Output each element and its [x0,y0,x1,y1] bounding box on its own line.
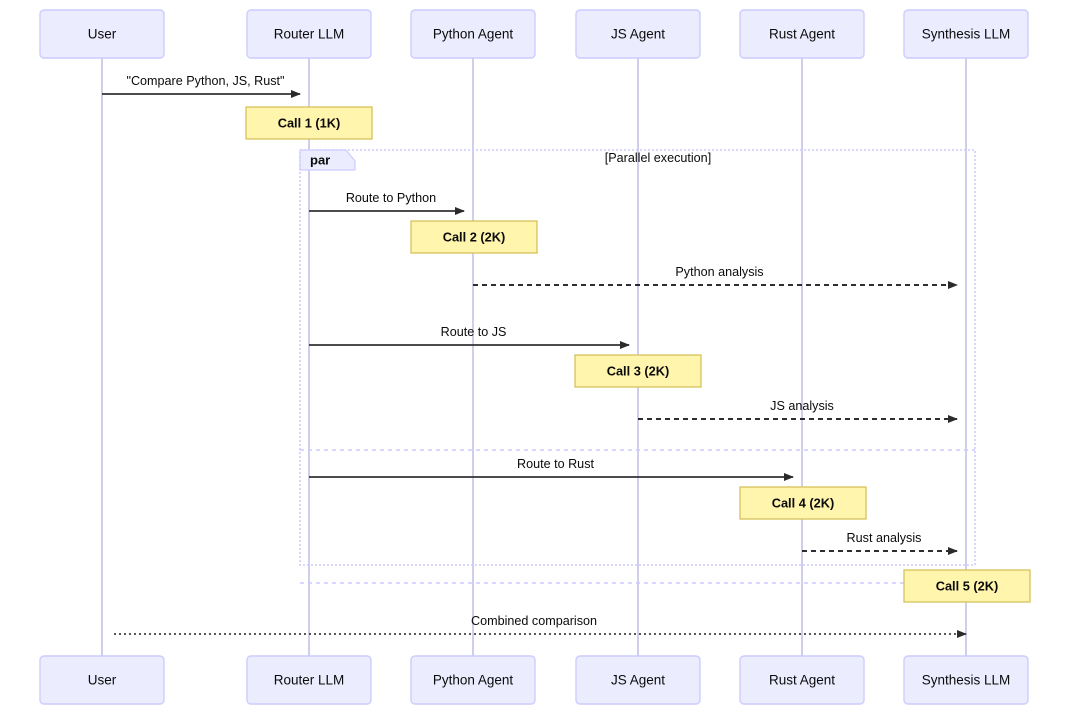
notes-layer: Call 1 (1K) Call 2 (2K) Call 3 (2K) Call 4 … [245,106,1031,603]
message-m4: Route to JS [309,325,630,349]
note-n1: Call 1 (1K) [245,106,373,140]
note-n2: Call 2 (2K) [410,220,538,254]
participant-top-user[interactable]: User [39,9,165,59]
note-box-n5 [903,569,1031,603]
lifelines-layer [101,58,967,656]
par-block-frame [299,149,976,566]
participant-box-js[interactable] [575,9,701,59]
note-n4: Call 4 (2K) [739,486,867,520]
participant-label-rust: Rust Agent [769,673,835,688]
par-block-tab [299,149,356,171]
participant-label-user: User [88,673,117,688]
note-label-n5: Call 5 (2K) [936,578,999,593]
participant-bottom-synthesis[interactable]: Synthesis LLM [903,655,1029,705]
participant-box-rust[interactable] [739,9,865,59]
participant-bottom-js[interactable]: JS Agent [575,655,701,705]
message-label-m5: JS analysis [770,399,834,413]
par-block-keyword: par [310,152,330,167]
participant-top-router[interactable]: Router LLM [246,9,372,59]
participant-box-user[interactable] [39,655,165,705]
message-m2: Route to Python [309,191,465,215]
participant-box-synthesis[interactable] [903,9,1029,59]
message-label-m8: Combined comparison [471,614,597,628]
participant-top-js[interactable]: JS Agent [575,9,701,59]
participant-top-python[interactable]: Python Agent [410,9,536,59]
actors-top-layer: User Router LLM Python Agent JS Agent Rust A… [39,9,1029,59]
messages-layer: "Compare Python, JS, Rust" Route to Pytho… [102,74,967,638]
participant-box-python[interactable] [410,9,536,59]
participant-box-rust[interactable] [739,655,865,705]
message-m8: Combined comparison [111,614,967,638]
participant-bottom-python[interactable]: Python Agent [410,655,536,705]
participant-label-synthesis: Synthesis LLM [922,673,1011,688]
message-m5: JS analysis [638,399,958,423]
participant-box-user[interactable] [39,9,165,59]
participant-top-rust[interactable]: Rust Agent [739,9,865,59]
note-n3: Call 3 (2K) [574,354,702,388]
note-label-n1: Call 1 (1K) [278,115,341,130]
participant-top-synthesis[interactable]: Synthesis LLM [903,9,1029,59]
note-label-n2: Call 2 (2K) [443,229,506,244]
message-m6: Route to Rust [309,457,794,481]
message-label-m3: Python analysis [675,265,763,279]
participant-label-router: Router LLM [274,27,345,42]
note-box-n3 [574,354,702,388]
note-box-n1 [245,106,373,140]
participant-label-python: Python Agent [433,673,514,688]
note-label-n3: Call 3 (2K) [607,363,670,378]
participant-box-js[interactable] [575,655,701,705]
note-label-n4: Call 4 (2K) [772,495,835,510]
message-label-m2: Route to Python [346,191,436,205]
note-box-n2 [410,220,538,254]
actors-bottom-layer: User Router LLM Python Agent JS Agent Rust A… [39,655,1029,705]
participant-label-user: User [88,27,117,42]
participant-box-router[interactable] [246,9,372,59]
message-m7: Rust analysis [802,531,958,555]
participant-bottom-rust[interactable]: Rust Agent [739,655,865,705]
participant-bottom-router[interactable]: Router LLM [246,655,372,705]
participant-box-router[interactable] [246,655,372,705]
note-box-n4 [739,486,867,520]
participant-box-python[interactable] [410,655,536,705]
participant-label-synthesis: Synthesis LLM [922,27,1011,42]
participant-bottom-user[interactable]: User [39,655,165,705]
participant-label-router: Router LLM [274,673,345,688]
message-label-m7: Rust analysis [847,531,922,545]
message-label-m4: Route to JS [441,325,507,339]
message-label-m1: "Compare Python, JS, Rust" [126,74,284,88]
participant-label-js: JS Agent [611,27,665,42]
par-block-caption: [Parallel execution] [605,151,711,165]
participant-box-synthesis[interactable] [903,655,1029,705]
message-m3: Python analysis [473,265,958,289]
note-n5: Call 5 (2K) [903,569,1031,603]
participant-label-python: Python Agent [433,27,514,42]
participant-label-rust: Rust Agent [769,27,835,42]
message-label-m6: Route to Rust [517,457,595,471]
par-block-layer: par [Parallel execution] [299,149,976,584]
participant-label-js: JS Agent [611,673,665,688]
message-m1: "Compare Python, JS, Rust" [102,74,301,98]
